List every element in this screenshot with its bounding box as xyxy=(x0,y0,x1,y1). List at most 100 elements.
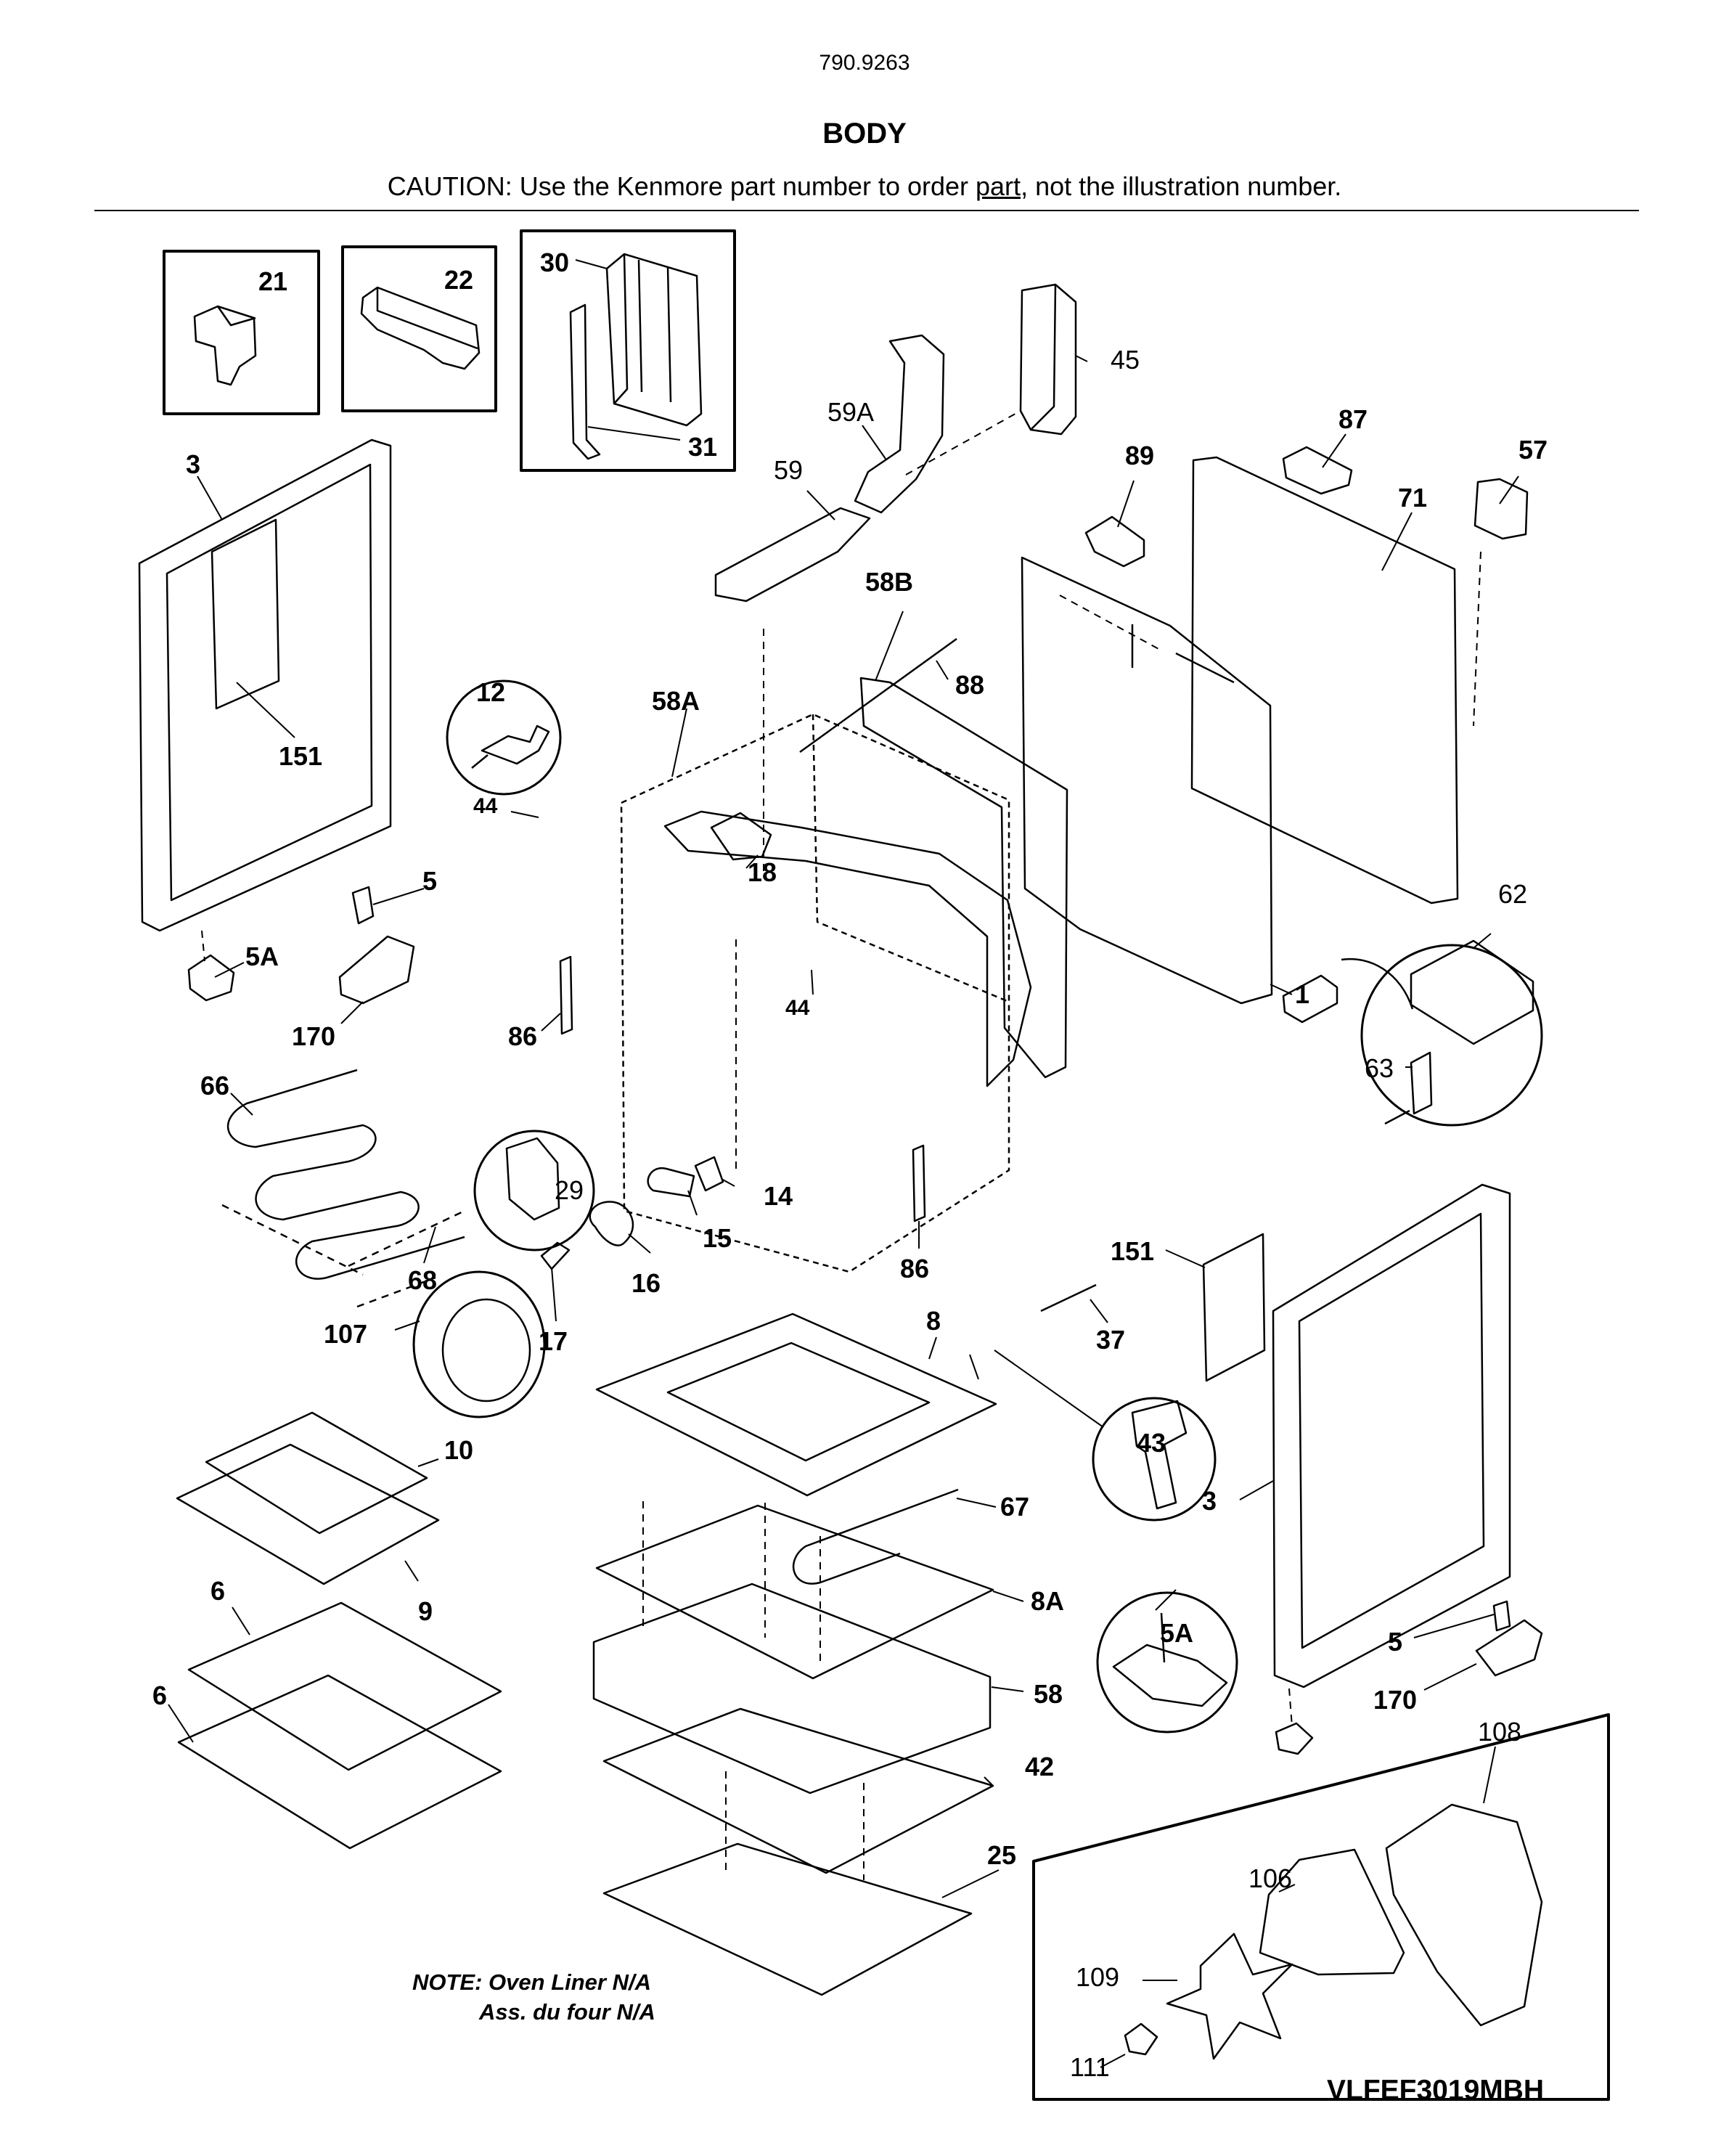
callout-circle-5A xyxy=(1096,1591,1238,1734)
part-59-duct[interactable] xyxy=(714,507,871,603)
label-3-right: 3 xyxy=(1202,1486,1217,1516)
part-5A-leveler[interactable] xyxy=(1112,1612,1228,1707)
label-29: 29 xyxy=(555,1175,584,1205)
part-45-cover[interactable] xyxy=(1019,283,1077,436)
part-43-screw[interactable] xyxy=(1131,1400,1188,1510)
part-62-small-block[interactable] xyxy=(1282,974,1338,1024)
part-62-terminal-block[interactable] xyxy=(1410,939,1534,1045)
label-9: 9 xyxy=(418,1596,433,1626)
part-57-cover[interactable] xyxy=(1473,478,1529,540)
part-89-bracket[interactable] xyxy=(1084,515,1145,568)
part-21-bracket[interactable] xyxy=(193,305,257,386)
part-86-right-hinge[interactable] xyxy=(912,1144,926,1222)
part-67-broil-element[interactable] xyxy=(792,1488,959,1585)
part-8-bottom-panel[interactable] xyxy=(595,1312,997,1497)
part-111-nut[interactable] xyxy=(1124,2022,1158,2056)
part-29-clip[interactable] xyxy=(505,1137,560,1221)
label-1: 1 xyxy=(1295,979,1309,1009)
part-37-wire[interactable] xyxy=(1040,1283,1097,1312)
part-9-broil-pan[interactable] xyxy=(176,1443,440,1585)
part-58-insulation[interactable] xyxy=(592,1583,992,1794)
part-14-socket[interactable] xyxy=(694,1156,724,1192)
label-107: 107 xyxy=(324,1319,367,1349)
part-42-panel[interactable] xyxy=(602,1707,994,1874)
part-108-motor[interactable] xyxy=(1385,1803,1543,2027)
part-106-shaft-housing[interactable] xyxy=(1259,1848,1405,1976)
leader-lines xyxy=(168,259,1519,2068)
label-10: 10 xyxy=(444,1435,473,1465)
part-10-broil-grid[interactable] xyxy=(205,1411,428,1535)
label-30: 30 xyxy=(540,248,569,277)
callout-circle-62 xyxy=(1360,944,1543,1127)
part-12-sensor[interactable] xyxy=(471,724,550,769)
part-170-left-bracket[interactable] xyxy=(338,935,415,1005)
part-31-bar[interactable] xyxy=(569,303,601,460)
part-5-leg[interactable] xyxy=(351,886,375,925)
label-62: 62 xyxy=(1498,879,1527,909)
part-5A-left-leveler[interactable] xyxy=(187,954,235,1002)
label-57: 57 xyxy=(1519,435,1548,465)
label-12: 12 xyxy=(476,677,505,707)
part-25-cover[interactable] xyxy=(602,1842,973,1996)
part-58A-oven-cavity[interactable] xyxy=(620,713,1010,1273)
model-number: 790.9263 xyxy=(819,51,910,75)
part-22-bracket[interactable] xyxy=(360,286,481,370)
label-106: 106 xyxy=(1248,1863,1292,1893)
label-151-left: 151 xyxy=(279,741,322,771)
label-42: 42 xyxy=(1025,1752,1054,1781)
part-58A-insulation-wrap[interactable] xyxy=(663,810,1032,1087)
part-109-fan-blade[interactable] xyxy=(1166,1932,1293,2060)
label-25: 25 xyxy=(987,1840,1016,1870)
part-16-lens[interactable] xyxy=(589,1201,634,1246)
part-59A-duct[interactable] xyxy=(854,334,945,514)
part-151-right-bracket[interactable] xyxy=(1202,1233,1266,1382)
inset-box-convection xyxy=(1032,1713,1610,2101)
label-59A: 59A xyxy=(827,397,874,427)
part-30-switch-housing[interactable] xyxy=(605,253,703,427)
part-6-rack-upper[interactable] xyxy=(187,1601,502,1771)
part-68-rail[interactable] xyxy=(221,1204,465,1308)
part-107-fan-cover[interactable] xyxy=(412,1270,546,1418)
part-3-left-door[interactable] xyxy=(138,438,392,932)
part-71-rear-cover[interactable] xyxy=(1190,456,1459,905)
label-44-a: 44 xyxy=(473,794,498,818)
part-5A-right-foot[interactable] xyxy=(1275,1722,1314,1755)
label-14: 14 xyxy=(764,1181,793,1211)
part-151-left-bracket[interactable] xyxy=(210,518,280,710)
part-86-left-hinge[interactable] xyxy=(559,955,573,1035)
part-17-clip[interactable] xyxy=(540,1241,571,1270)
part-87-plate[interactable] xyxy=(1282,446,1353,495)
page-title: BODY xyxy=(822,118,907,150)
callout-circle-43 xyxy=(1092,1397,1217,1522)
label-21: 21 xyxy=(258,266,287,296)
label-66: 66 xyxy=(200,1071,229,1101)
label-67: 67 xyxy=(1000,1492,1029,1522)
label-16: 16 xyxy=(631,1268,661,1298)
part-63-clip[interactable] xyxy=(1384,1051,1433,1125)
label-58A: 58A xyxy=(652,686,700,716)
part-66-bake-element[interactable] xyxy=(226,1069,465,1280)
part-15-bulb[interactable] xyxy=(647,1167,695,1198)
part-3-right-door[interactable] xyxy=(1272,1183,1511,1689)
part-88-wire[interactable] xyxy=(799,637,957,754)
label-71: 71 xyxy=(1398,483,1427,513)
caution-part-link[interactable]: part xyxy=(976,171,1021,201)
part-18-bracket[interactable] xyxy=(710,812,772,861)
arrow-62 xyxy=(1341,957,1414,1010)
label-5A-right: 5A xyxy=(1160,1618,1193,1648)
part-8A-panel[interactable] xyxy=(595,1504,994,1680)
part-58B-insulation[interactable] xyxy=(859,677,1068,1079)
part-5-right-leg[interactable] xyxy=(1492,1600,1511,1632)
label-170-left: 170 xyxy=(292,1021,335,1051)
note-oven-liner: NOTE: Oven Liner N/A xyxy=(412,1969,651,1995)
part-6-rack-lower[interactable] xyxy=(177,1674,502,1850)
part-1-back-panel[interactable] xyxy=(1021,556,1273,1005)
label-88: 88 xyxy=(955,670,984,700)
caution-prefix: CAUTION: Use the Kenmore part number to … xyxy=(387,171,976,201)
label-3-left: 3 xyxy=(186,449,200,479)
inset-box-30 xyxy=(520,229,736,472)
part-170-right-bracket[interactable] xyxy=(1475,1619,1543,1677)
label-5A-left: 5A xyxy=(245,942,279,971)
label-6-b: 6 xyxy=(152,1681,167,1710)
